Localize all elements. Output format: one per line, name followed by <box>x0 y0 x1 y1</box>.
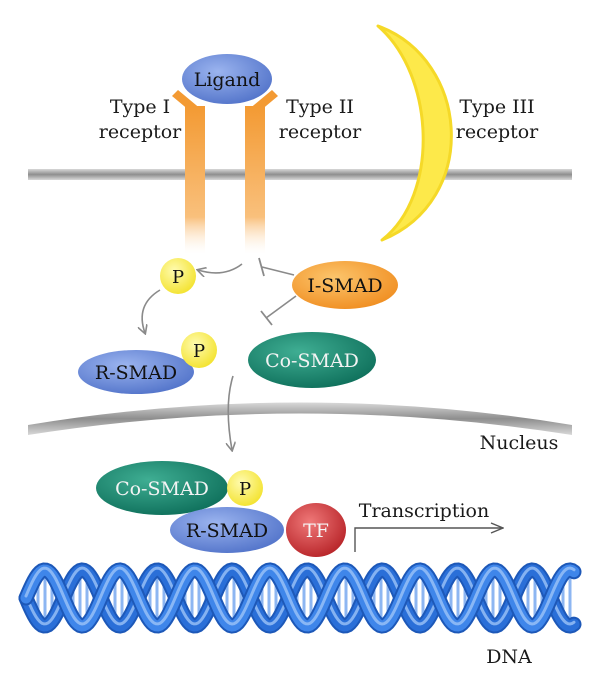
dna-strand-highlight <box>24 566 576 626</box>
type-i-receptor-label: Type I <box>110 96 170 118</box>
svg-text:I-SMAD: I-SMAD <box>307 275 382 297</box>
dna-label: DNA <box>486 646 532 668</box>
phosphorylation-arrow <box>198 263 243 273</box>
i-smad: I-SMAD <box>292 261 398 309</box>
type-iii-receptor-label-2: receptor <box>456 121 539 143</box>
co-smad-nuclear: Co-SMAD <box>96 461 228 515</box>
svg-text:P: P <box>193 341 205 362</box>
type-ii-receptor-label-2: receptor <box>279 121 362 143</box>
type-i-receptor-label-2: receptor <box>99 121 182 143</box>
svg-text:P: P <box>172 267 184 288</box>
type-iii-receptor <box>376 24 453 242</box>
transcription-arrow <box>354 528 503 552</box>
ligand: Ligand <box>182 54 272 104</box>
co-smad: Co-SMAD <box>248 332 376 388</box>
svg-text:Co-SMAD: Co-SMAD <box>265 350 359 372</box>
phosphate: P <box>160 258 196 294</box>
type-iii-receptor-label: Type III <box>459 96 534 118</box>
nucleus-label: Nucleus <box>480 432 559 454</box>
phosphate-nuclear: P <box>227 470 263 506</box>
r-smad: R-SMAD <box>78 350 194 394</box>
type-i-receptor <box>172 90 205 254</box>
svg-text:Co-SMAD: Co-SMAD <box>115 478 209 500</box>
cell-membrane <box>28 169 572 180</box>
transcription-factor: TF <box>286 503 346 557</box>
phosphate-r-smad: P <box>181 332 217 368</box>
nuclear-membrane <box>28 402 572 435</box>
r-smad-nuclear: R-SMAD <box>170 507 284 553</box>
svg-text:R-SMAD: R-SMAD <box>95 362 177 384</box>
i-smad-inhibition-receptor <box>258 257 295 277</box>
dna-strand-highlight <box>24 566 576 626</box>
svg-text:TF: TF <box>303 520 329 542</box>
type-ii-receptor-label: Type II <box>286 96 354 118</box>
svg-text:R-SMAD: R-SMAD <box>186 520 268 542</box>
type-ii-receptor <box>245 90 278 254</box>
svg-text:Ligand: Ligand <box>194 69 261 91</box>
r-smad-activation-arrow <box>142 289 161 333</box>
svg-text:P: P <box>239 479 251 500</box>
dna-helix <box>18 562 582 634</box>
nuclear-entry-arrow <box>228 375 233 450</box>
i-smad-inhibition-co-smad <box>260 295 297 326</box>
transcription-label: Transcription <box>359 500 489 522</box>
